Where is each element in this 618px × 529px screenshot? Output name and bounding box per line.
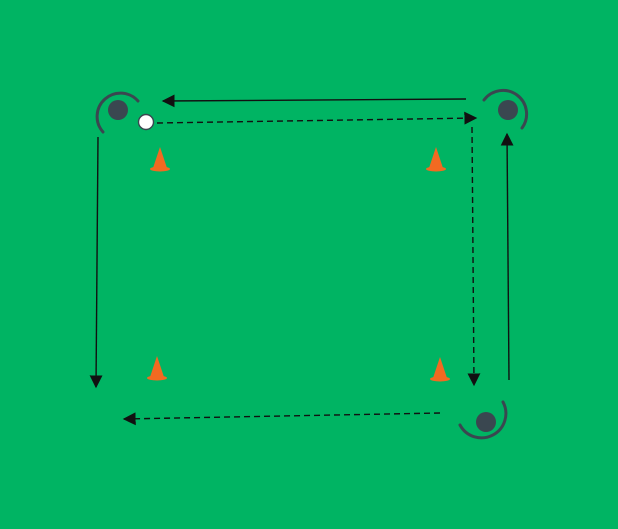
- player-marker-icon: [458, 400, 508, 440]
- run-arrow-right: [500, 132, 514, 381]
- ball-icon: [137, 113, 155, 131]
- player-marker-icon: [95, 91, 140, 134]
- pass-arrow-top: [156, 111, 478, 125]
- cone-icon: [430, 357, 450, 382]
- player-marker-icon: [482, 88, 529, 130]
- run-arrow-left: [89, 136, 103, 389]
- pass-arrow-bottom: [122, 412, 441, 426]
- pass-arrow-right: [467, 126, 481, 387]
- run-arrow-top: [161, 94, 467, 108]
- cone-icon: [147, 356, 167, 381]
- cone-icon: [426, 147, 446, 172]
- cone-icon: [150, 147, 170, 172]
